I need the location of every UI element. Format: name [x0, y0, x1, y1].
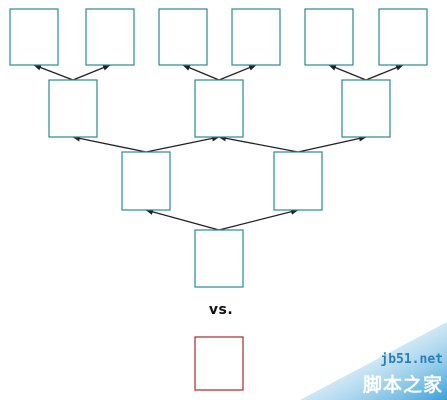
edge-l1right-to-leaf6 — [365, 64, 404, 81]
vs-label: vs. — [208, 302, 234, 318]
leaf-node-2 — [85, 8, 135, 66]
edge-l2left-to-l1left — [72, 135, 147, 153]
single-node — [194, 336, 244, 391]
edge-l2right-to-l1mid — [218, 135, 299, 153]
leaf-node-6 — [378, 8, 428, 66]
level1-node-middle — [194, 79, 244, 138]
edge-l1left-to-leaf1 — [33, 64, 74, 81]
leaf-node-4 — [231, 8, 281, 66]
edge-root-to-right — [218, 208, 299, 231]
level2-node-left — [121, 151, 171, 211]
level1-node-right — [341, 79, 391, 138]
leaf-node-1 — [9, 8, 59, 66]
leaf-node-5 — [304, 8, 354, 66]
tree-nodes — [9, 8, 428, 288]
edge-root-to-left — [145, 208, 220, 231]
tree-edges — [33, 64, 404, 231]
edge-l2left-to-l1mid — [145, 135, 220, 153]
level1-node-left — [48, 79, 98, 138]
edge-l1left-to-leaf2 — [72, 64, 111, 81]
root-node — [194, 229, 244, 288]
edge-l1mid-to-leaf4 — [218, 64, 257, 81]
edge-l1right-to-leaf5 — [328, 64, 367, 81]
level2-node-right — [273, 151, 323, 211]
watermark-corner — [300, 322, 447, 400]
edge-l1mid-to-leaf3 — [182, 64, 220, 81]
leaf-node-3 — [158, 8, 208, 66]
edge-l2right-to-l1right — [297, 135, 367, 153]
